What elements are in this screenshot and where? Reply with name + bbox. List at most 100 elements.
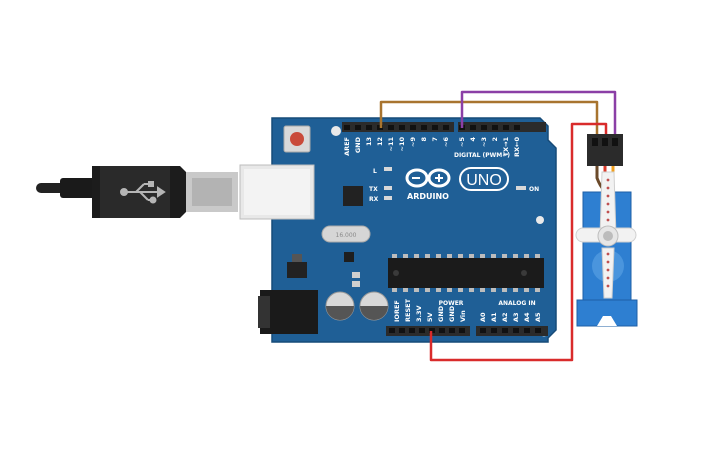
- digital-pin-label: RX←0: [513, 137, 521, 157]
- chip-pin: [513, 288, 518, 292]
- horn-hole: [606, 186, 610, 190]
- power-header-title: POWER: [439, 300, 464, 307]
- header-socket[interactable]: [513, 328, 519, 333]
- header-socket[interactable]: [503, 125, 509, 130]
- chip-pin: [436, 288, 441, 292]
- dc-power-jack-lip: [258, 296, 270, 328]
- digital-pin-label: ~6: [442, 137, 450, 147]
- arduino-infinity-logo: [405, 168, 451, 188]
- wire-power[interactable]: [429, 122, 608, 362]
- horn-hole: [606, 178, 610, 182]
- power-pin-label: IOREF: [393, 300, 401, 322]
- header-socket[interactable]: [470, 125, 476, 130]
- horn-hole: [606, 194, 610, 198]
- atmega-microcontroller: [388, 258, 544, 288]
- chip-pin: [502, 288, 507, 292]
- chip-pin: [491, 254, 496, 258]
- header-socket[interactable]: [491, 328, 497, 333]
- smd-component: [352, 272, 360, 278]
- header-socket[interactable]: [449, 328, 455, 333]
- servo-connector-socket: [612, 138, 618, 146]
- led-on: [516, 186, 526, 190]
- header-socket[interactable]: [366, 125, 372, 130]
- header-socket[interactable]: [480, 328, 486, 333]
- chip-pin: [535, 288, 540, 292]
- usb-interface-chip: [343, 186, 363, 206]
- digital-pin-label: GND: [354, 136, 362, 153]
- horn-hole: [606, 218, 610, 222]
- header-socket[interactable]: [355, 125, 361, 130]
- chip-pin: [480, 254, 485, 258]
- brand-text: ARDUINO: [407, 192, 449, 201]
- model-text: UNO: [466, 172, 502, 189]
- chip-pin: [392, 288, 397, 292]
- digital-pin-label: 7: [431, 137, 439, 142]
- reset-button[interactable]: [290, 132, 304, 146]
- analog-pin-label: A2: [501, 312, 509, 322]
- servo-horn[interactable]: [575, 171, 637, 299]
- chip-pin: [447, 288, 452, 292]
- digital-pin-label: 4: [469, 137, 477, 142]
- header-socket[interactable]: [492, 125, 498, 130]
- chip-pin: [458, 254, 463, 258]
- chip-pin: [403, 288, 408, 292]
- header-socket[interactable]: [409, 328, 415, 333]
- mount-hole: [331, 126, 341, 136]
- servo-connector-socket: [592, 138, 598, 146]
- header-socket[interactable]: [399, 125, 405, 130]
- header-socket[interactable]: [399, 328, 405, 333]
- power-pin-label: GND: [437, 305, 445, 322]
- header-socket[interactable]: [429, 328, 435, 333]
- header-socket[interactable]: [439, 328, 445, 333]
- header-socket[interactable]: [388, 125, 394, 130]
- capacitor: [325, 291, 355, 321]
- header-socket[interactable]: [443, 125, 449, 130]
- header-socket[interactable]: [389, 328, 395, 333]
- power-pin-label: GND: [448, 305, 456, 322]
- header-socket[interactable]: [514, 125, 520, 130]
- analog-pin-label: A3: [512, 312, 520, 322]
- header-socket[interactable]: [410, 125, 416, 130]
- digital-header-right[interactable]: [458, 122, 546, 132]
- digital-pin-label: 2: [491, 137, 499, 142]
- header-socket[interactable]: [432, 125, 438, 130]
- digital-header-left[interactable]: [342, 122, 454, 132]
- chip-pin: [469, 288, 474, 292]
- header-socket[interactable]: [459, 328, 465, 333]
- horn-hole: [606, 252, 610, 256]
- digital-header-title: DIGITAL (PWM~): [454, 152, 510, 159]
- horn-hole: [606, 210, 610, 214]
- power-header[interactable]: [386, 326, 470, 336]
- digital-pin-label: TX→1: [502, 137, 510, 157]
- led-rx-label: RX: [369, 196, 379, 203]
- usb-icon: [120, 181, 166, 204]
- header-socket[interactable]: [419, 328, 425, 333]
- wire-gnd[interactable]: [379, 100, 599, 140]
- header-socket[interactable]: [502, 328, 508, 333]
- header-socket[interactable]: [524, 328, 530, 333]
- analog-header[interactable]: [476, 326, 548, 336]
- digital-pin-label: 12: [376, 137, 384, 146]
- wires: [379, 90, 617, 362]
- header-socket[interactable]: [481, 125, 487, 130]
- led-on-label: ON: [529, 186, 539, 193]
- horn-hole: [606, 268, 610, 272]
- analog-pin-label: A0: [479, 312, 487, 322]
- chip-pin: [535, 254, 540, 258]
- usb-cable-strain: [36, 183, 66, 193]
- smd-component: [352, 281, 360, 287]
- header-socket[interactable]: [421, 125, 427, 130]
- model-badge: [459, 167, 509, 191]
- voltage-regulator: [287, 262, 307, 278]
- usb-cable-boot: [60, 178, 96, 198]
- wire-signal[interactable]: [460, 90, 617, 140]
- digital-pin-label: 13: [365, 137, 373, 146]
- usb-cable[interactable]: [36, 166, 238, 218]
- bottom-header-sockets: [389, 328, 541, 333]
- mount-hole: [536, 216, 544, 224]
- chip-pin: [469, 254, 474, 258]
- header-socket[interactable]: [535, 328, 541, 333]
- servo-motor[interactable]: [575, 134, 638, 327]
- header-socket[interactable]: [344, 125, 350, 130]
